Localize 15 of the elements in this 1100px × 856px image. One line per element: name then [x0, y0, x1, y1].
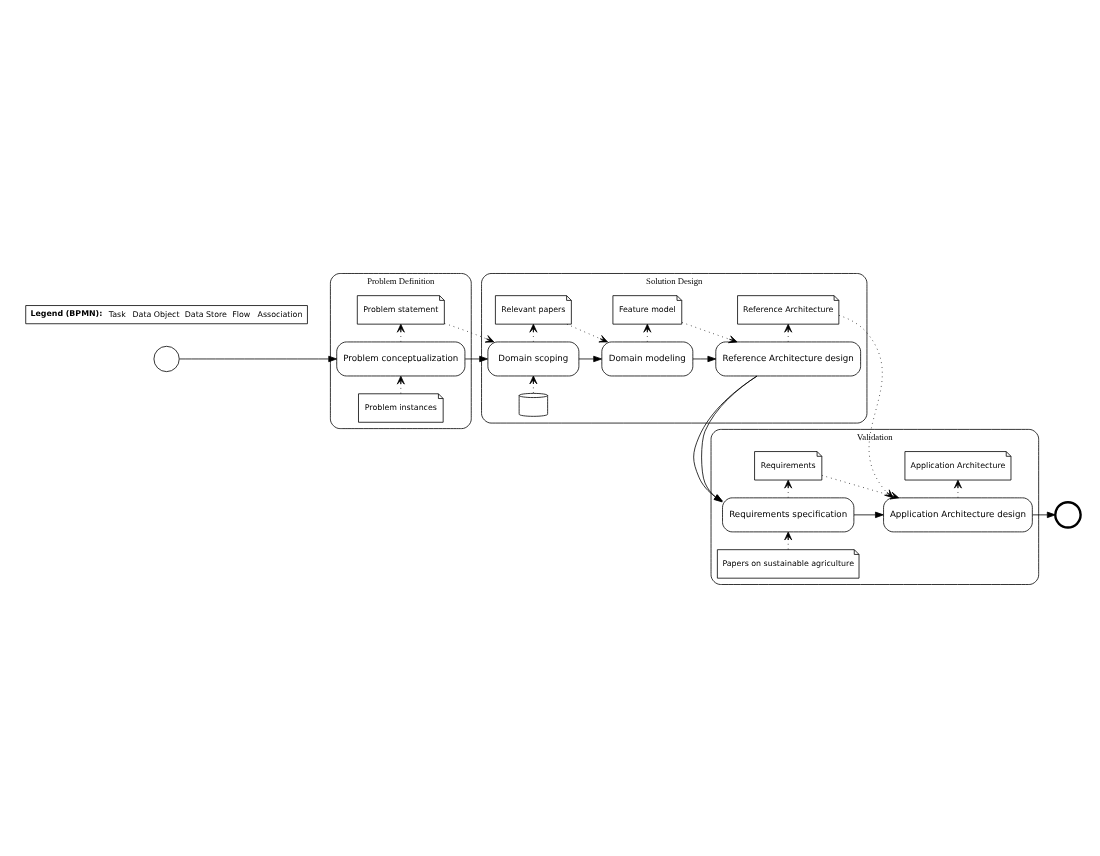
arrow	[566, 322, 608, 342]
arrow	[179, 354, 338, 362]
arrow	[784, 530, 793, 549]
arrow	[681, 321, 738, 343]
node-circle	[153, 344, 180, 372]
arrow	[838, 313, 894, 498]
arrow	[692, 354, 717, 362]
arrow	[821, 474, 900, 499]
arrow	[1032, 510, 1056, 518]
arrow	[396, 374, 405, 393]
arrow	[464, 354, 488, 362]
arrow	[853, 510, 884, 518]
arrow	[444, 322, 495, 342]
node-circle	[1054, 500, 1082, 528]
arrow	[578, 354, 602, 362]
